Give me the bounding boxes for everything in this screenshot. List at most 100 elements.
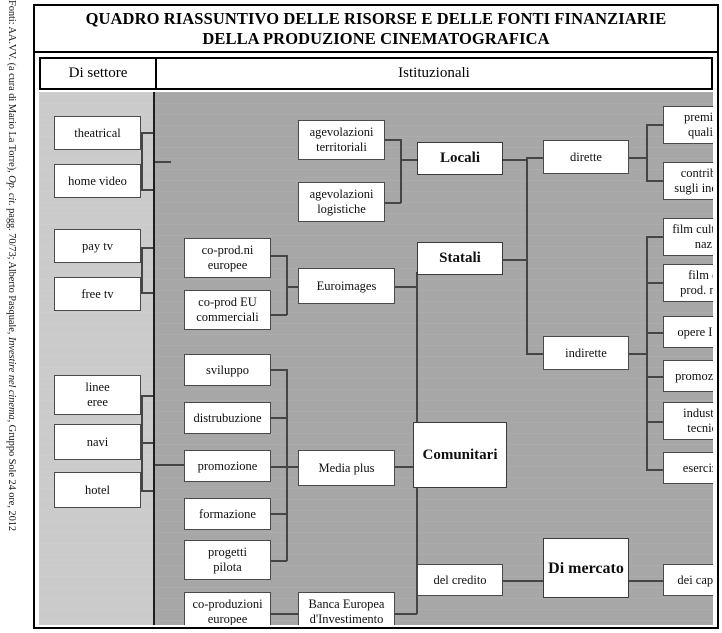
node-agevolazioni-territoriali[interactable]: agevolazioni territoriali [298,120,385,160]
source-note-prefix: Fonti: AA.VV. (a cura di Mario La Torre)… [6,0,17,176]
connector-formazione-out [271,513,287,515]
node-industria-tecnica[interactable]: industria tecnica [663,402,713,440]
diagram-frame: QUADRO RIASSUNTIVO DELLE RISORSE E DELLE… [33,4,719,629]
page-title: QUADRO RIASSUNTIVO DELLE RISORSE E DELLE… [78,9,675,49]
node-comunitari[interactable]: Comunitari [413,422,507,488]
connector-navi [141,442,153,444]
node-sviluppo[interactable]: sviluppo [184,354,271,386]
connector-agevolazioni-to-locali [400,159,417,161]
connector-linee-eree [141,395,153,397]
connector-statali-out [503,259,527,261]
node-progetti-pilota[interactable]: progetti pilota [184,540,271,580]
connector-indirette-to-film-prod [646,282,664,284]
connector-pay-tv [141,247,153,249]
connector-bus-coprod [286,255,288,315]
source-note-suffix: , Gruppo Sole 24 ore, 2012 [6,419,17,532]
node-co-prod-eu-commerciali[interactable]: co-prod EU commerciali [184,290,271,330]
connector-bus-media-plus [286,369,288,561]
node-co-prodni-europee[interactable]: co-prod.ni europee [184,238,271,278]
connector-bus-to-dirette [526,157,544,159]
node-agevolazioni-logistiche[interactable]: agevolazioni logistiche [298,182,385,222]
node-promozione-programma[interactable]: promozione [184,450,271,482]
header-di-settore: Di settore [41,59,157,88]
node-opere-i-e-ii[interactable]: opere I e II [663,316,713,348]
source-note-mid: pagg. 70/73; Alberto Pasquale, [6,205,17,337]
node-del-credito[interactable]: del credito [417,564,503,596]
connector-coprodeu-out [271,314,287,316]
connector-theatrical [141,132,153,134]
panel-di-settore: theatrical home video pay tv free tv lin… [39,92,155,625]
connector-progetti-out [271,560,287,562]
node-media-plus[interactable]: Media plus [298,450,395,486]
node-premi-di-qualita[interactable]: premi di qualità [663,106,713,144]
connector-bus-travel [141,395,143,491]
connector-indirette-to-opere [646,332,664,334]
header-istituzionali: Istituzionali [398,65,470,81]
node-dei-capitali[interactable]: dei capitali [663,564,713,596]
connector-media-plus-to-comunitari [395,466,413,468]
connector-distrubuzione-out [271,417,287,419]
node-hotel[interactable]: hotel [54,472,141,508]
connector-tv-into-panel [155,161,171,163]
node-locali[interactable]: Locali [417,142,503,175]
node-navi[interactable]: navi [54,424,141,460]
node-co-produzioni-europee[interactable]: co-produzioni europee [184,592,271,625]
connector-bus-to-indirette [526,353,544,355]
connector-free-tv [141,292,153,294]
source-note-italic-2: Investire nel cinema [6,336,17,420]
title-line-1: QUADRO RIASSUNTIVO DELLE RISORSE E DELLE… [85,8,667,28]
connector-hotel [141,490,153,492]
node-banca-europea-investimento[interactable]: Banca Europea d'Investimento [298,592,395,625]
connector-agev-territoriali-out [385,139,401,141]
node-pay-tv[interactable]: pay tv [54,229,141,263]
connector-indirette-to-esercizio [646,469,664,471]
column-header-row: Di settore Istituzionali [39,57,713,90]
node-film-culturali-naz[interactable]: film culturali naz. [663,218,713,256]
connector-dirette-to-premi [646,124,664,126]
panel-istituzionali: co-prod.ni europee co-prod EU commercial… [155,92,713,625]
connector-bus-indirette [646,236,648,470]
node-linee-eree[interactable]: linee eree [54,375,141,415]
connector-coprodni-out [271,255,287,257]
connector-indirette-to-promozione [646,376,664,378]
title-line-2: DELLA PRODUZIONE CINEMATOGRAFICA [202,28,550,48]
diagram-title-box: QUADRO RIASSUNTIVO DELLE RISORSE E DELLE… [35,6,717,53]
source-note: Fonti: AA.VV. (a cura di Mario La Torre)… [0,0,22,633]
connector-del-credito-to-di-mercato [503,580,544,582]
connector-bus-statali [526,157,528,354]
connector-dirette-out [629,157,647,159]
connector-dirette-to-contributi [646,180,664,182]
connector-bus-tv-upper [141,132,143,190]
connector-bei-bus-out [395,613,417,615]
connector-coproduzioni-to-bei [271,613,298,615]
node-distrubuzione[interactable]: distrubuzione [184,402,271,434]
connector-di-mercato-to-dei-capitali [629,580,663,582]
connector-home-video [141,189,153,191]
connector-agev-logistiche-out [385,202,401,204]
connector-euroimages-to-statali [395,286,417,288]
node-promozione-misura[interactable]: promozione [663,360,713,392]
connector-indirette-to-film-culturali [646,236,664,238]
connector-locali-out [503,159,527,161]
connector-bus-coprod-to-euroimages [286,286,298,288]
connector-bus-agevolazioni [400,139,402,203]
node-statali[interactable]: Statali [417,242,503,275]
node-di-mercato[interactable]: Di mercato [543,538,629,598]
connector-promozione-out [271,466,298,468]
node-home-video[interactable]: home video [54,164,141,198]
node-contributi-incassi[interactable]: contributi sugli incassi [663,162,713,200]
source-note-italic-1: Op. cit. [6,175,17,206]
node-indirette[interactable]: indirette [543,336,629,370]
node-theatrical[interactable]: theatrical [54,116,141,150]
node-euroimages[interactable]: Euroimages [298,268,395,304]
node-esercizio[interactable]: esercizio [663,452,713,484]
connector-indirette-to-industria [646,421,664,423]
connector-bus-tv-lower [141,247,143,293]
node-formazione[interactable]: formazione [184,498,271,530]
connector-sviluppo-out [271,369,287,371]
node-film-di-prod-naz[interactable]: film di prod. naz. [663,264,713,302]
node-free-tv[interactable]: free tv [54,277,141,311]
connector-travel-into-promozione [155,464,184,466]
connector-indirette-out [629,353,647,355]
node-dirette[interactable]: dirette [543,140,629,174]
